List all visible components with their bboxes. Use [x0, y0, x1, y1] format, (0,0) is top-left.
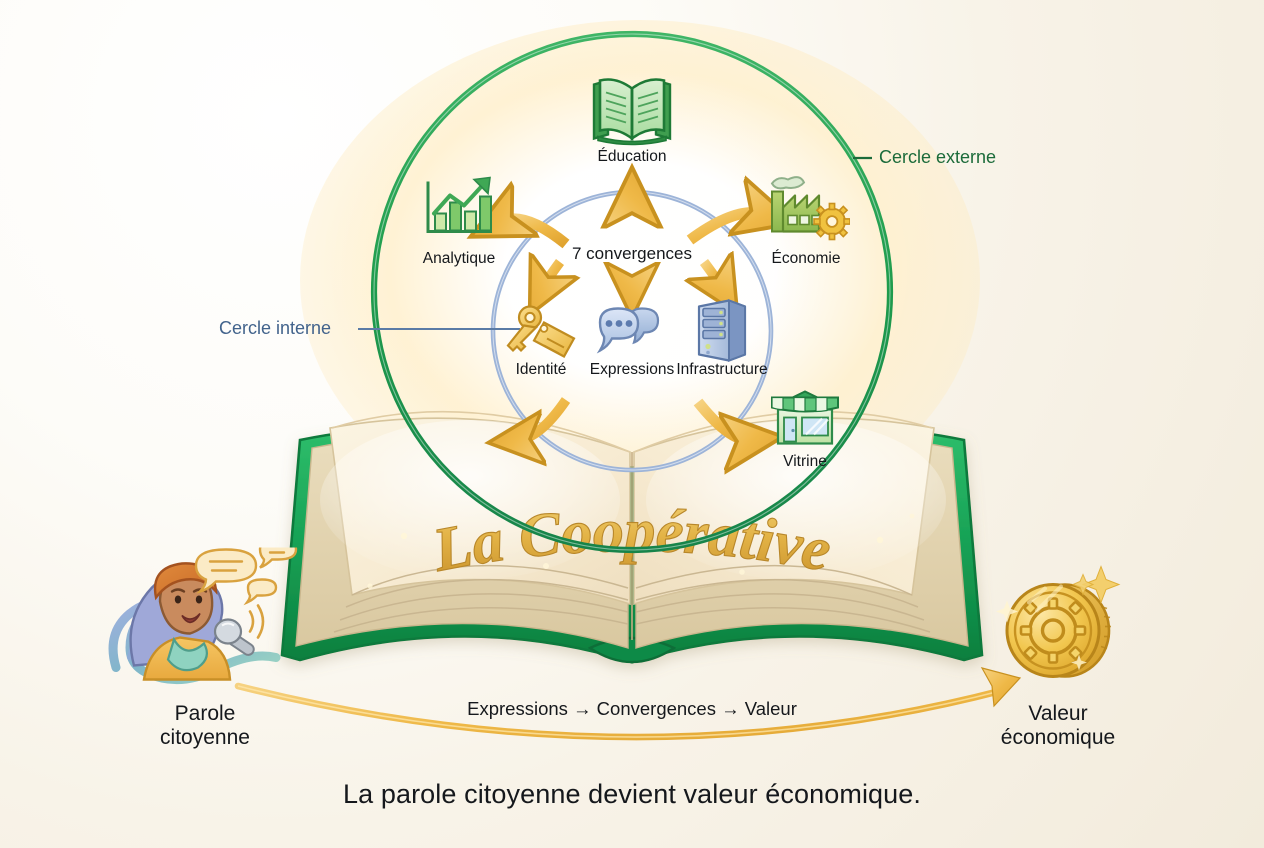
outward-arrows — [500, 200, 764, 440]
server-tower-icon — [693, 297, 751, 368]
inner-node-label-infrastructure: Infrastructure — [676, 361, 768, 378]
flow-start-label: Parole citoyenne — [160, 702, 250, 749]
arrow-to-infrastructure — [704, 262, 722, 288]
outer-circle-highlight — [373, 33, 891, 551]
inward-arrows — [518, 262, 722, 440]
factory-gear-icon — [762, 174, 851, 253]
callout-label-inner: Cercle interne — [219, 318, 332, 338]
outer-node-label-analytique: Analytique — [422, 250, 496, 267]
center-label: 7 convergences — [571, 244, 693, 263]
inner-node-label-identite: Identité — [515, 361, 567, 378]
callout-label-outer: Cercle externe — [879, 147, 997, 167]
arrow-to-vitrine — [693, 398, 750, 440]
flow-end-label: Valeur économique — [1001, 702, 1115, 749]
outer-node-label-vitrine: Vitrine — [783, 453, 827, 470]
outer-node-label-education: Éducation — [597, 148, 667, 165]
arrow-to-economie — [686, 212, 764, 245]
flow-arrow-head — [980, 667, 1022, 708]
outer-node-label-economie: Économie — [771, 250, 841, 267]
outer-circle — [370, 30, 894, 554]
flow-start-label-line2: citoyenne — [160, 725, 250, 749]
key-tag-icon — [500, 301, 582, 368]
flow-end-label-line1: Valeur — [1028, 702, 1088, 725]
page-fan-lines — [333, 564, 931, 633]
storefront-icon — [766, 386, 844, 455]
flow-end-label-line2: économique — [1000, 725, 1116, 749]
page-sparkles — [367, 513, 915, 589]
flow-start-label-line1: Parole — [174, 702, 236, 725]
arrow-recirculate-left — [518, 397, 571, 440]
gold-coin-gear-icon — [983, 557, 1133, 702]
arrow-to-analytique — [500, 219, 570, 249]
inner-node-label-expressions: Expressions — [589, 361, 675, 378]
flow-arc — [234, 667, 1022, 741]
flow-label: Expressions → Convergences → Valeur — [467, 698, 797, 719]
open-book-icon — [588, 69, 676, 152]
citizen-speaking-microphone-icon — [100, 538, 310, 703]
bar-chart-growth-icon — [420, 176, 498, 251]
caption: La parole citoyenne devient valeur écono… — [343, 779, 921, 809]
arrow-to-identite — [543, 262, 560, 288]
speech-bubbles-icon — [594, 301, 670, 368]
